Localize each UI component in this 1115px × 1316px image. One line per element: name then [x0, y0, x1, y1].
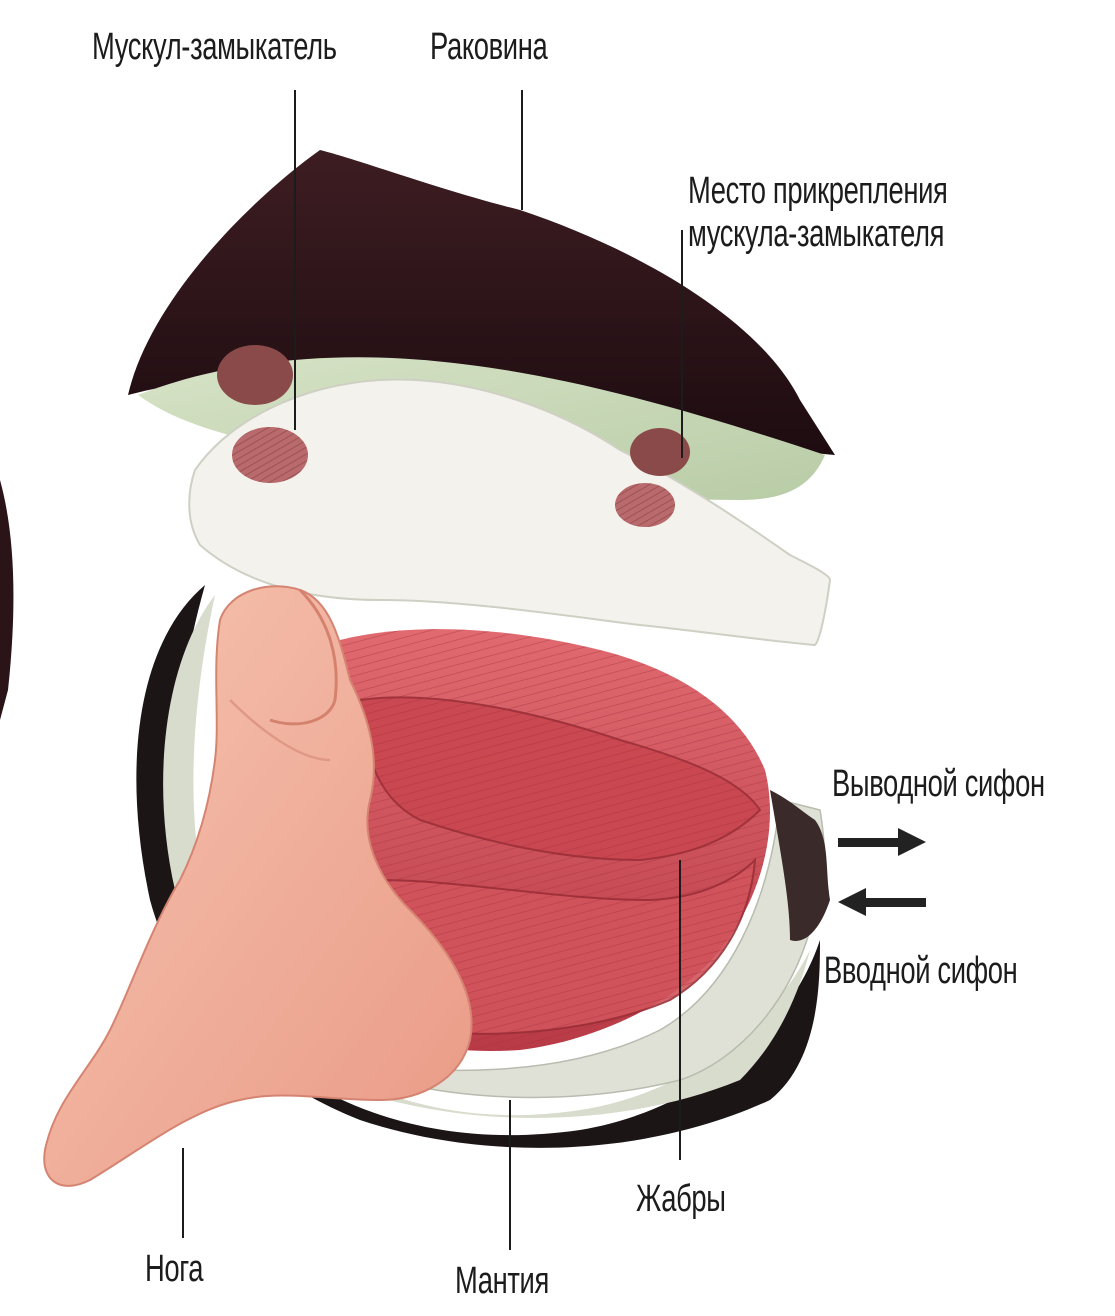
label-inhalant-siphon: Вводной сифон — [824, 952, 1017, 990]
anterior-adductor-back — [217, 345, 293, 405]
label-foot: Нога — [145, 1250, 203, 1288]
left-edge-shell-arc — [0, 480, 13, 720]
inhalant-arrow — [838, 888, 926, 916]
label-shell: Раковина — [430, 28, 547, 66]
label-adductor-muscle: Мускул-замыкатель — [92, 28, 337, 66]
label-gills: Жабры — [636, 1180, 726, 1218]
label-muscle-attachment: Место прикрепления мускула-замыкателя — [688, 170, 947, 255]
label-mantle: Мантия — [455, 1262, 549, 1300]
exhalant-arrow — [838, 828, 926, 856]
label-exhalant-siphon: Выводной сифон — [832, 765, 1045, 803]
